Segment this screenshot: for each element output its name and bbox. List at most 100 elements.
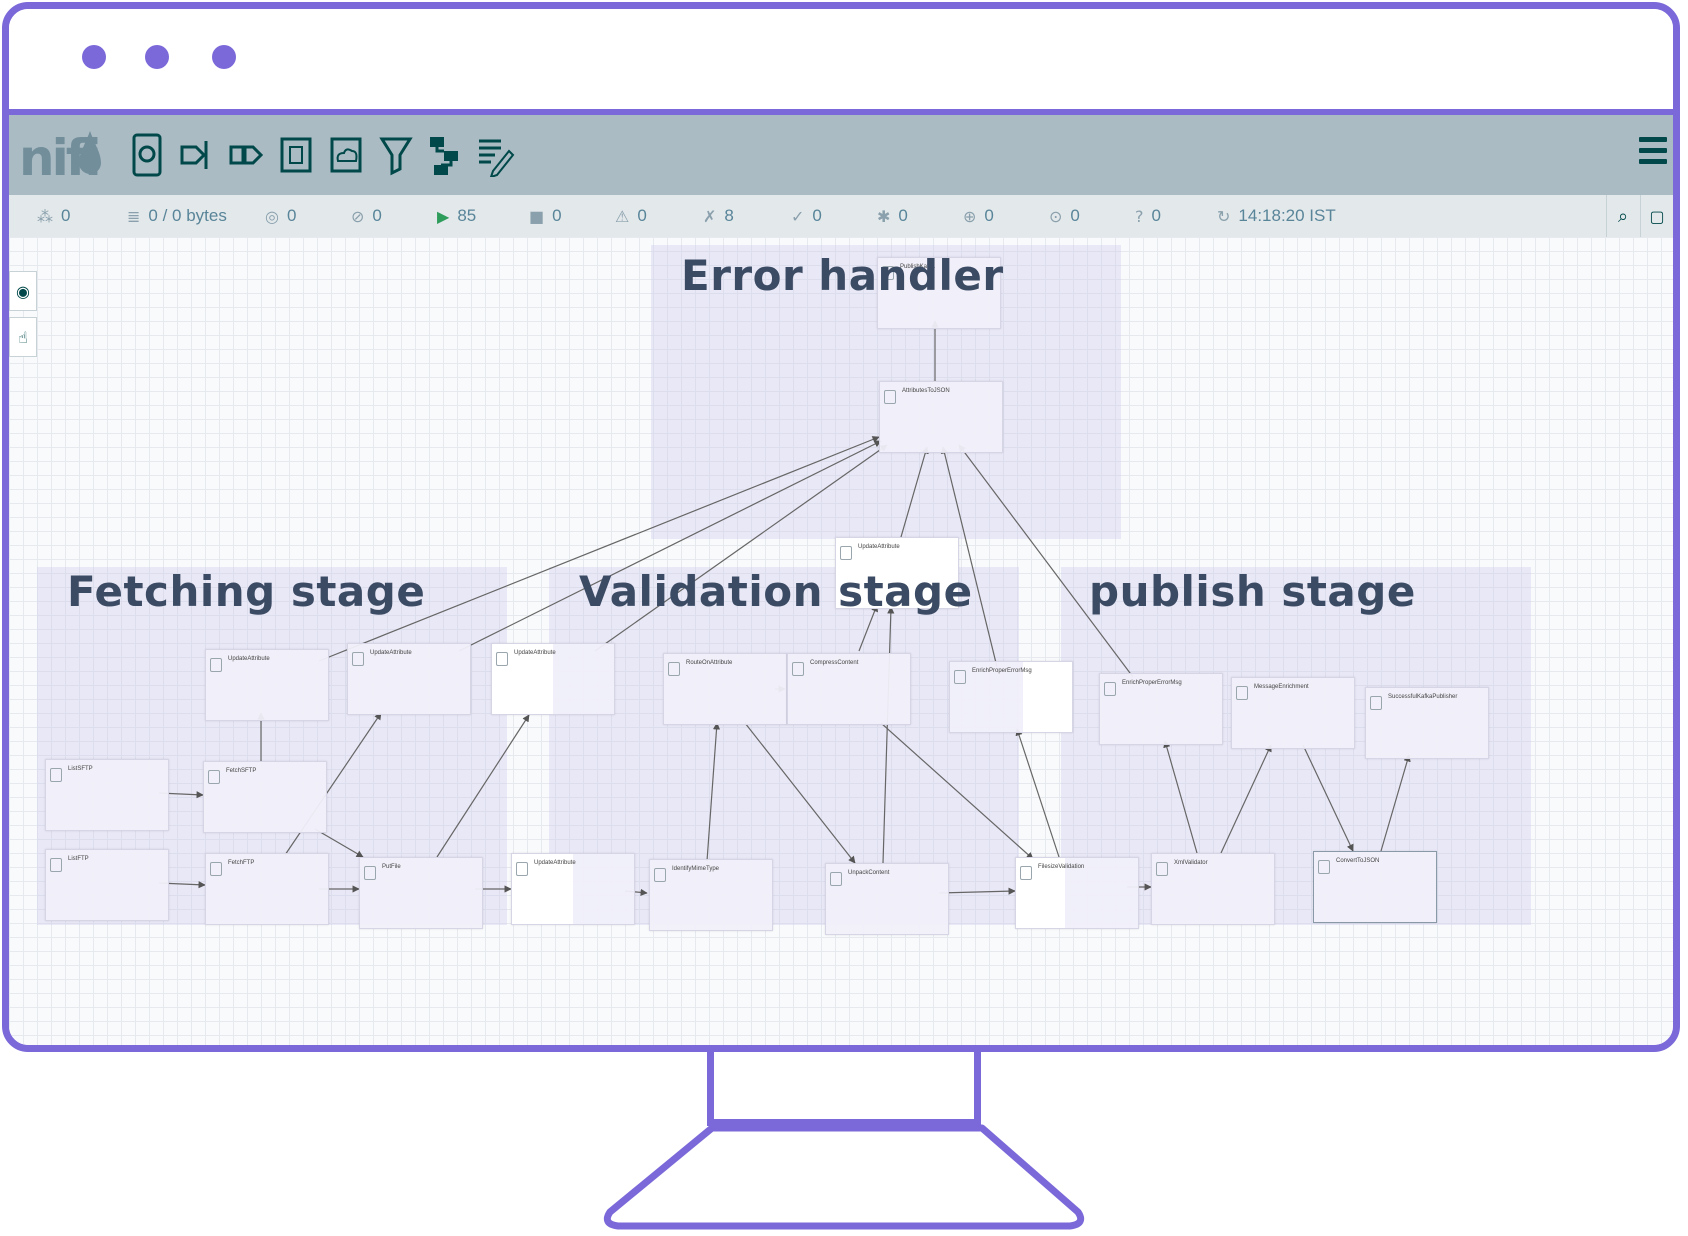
- processor-icon: [1318, 860, 1330, 874]
- processor-messageenrichment[interactable]: MessageEnrichment: [1231, 677, 1355, 749]
- not-transmitting-icon: ⊘: [351, 206, 365, 226]
- cluster-icon: ⁂: [37, 206, 53, 226]
- group-label-publish-stage: publish stage: [1089, 567, 1416, 616]
- template-icon[interactable]: [422, 129, 470, 181]
- processor-converttojson[interactable]: ConvertToJSON: [1313, 851, 1437, 923]
- window-dot-1: [82, 45, 106, 69]
- processor-enrichpropererrormsg[interactable]: EnrichProperErrorMsg: [1099, 673, 1223, 745]
- stat-cluster: ⁂0: [37, 206, 71, 226]
- navigate-icon[interactable]: ◉: [9, 271, 37, 311]
- processor-enrichpropererrormsg[interactable]: EnrichProperErrorMsg: [949, 661, 1073, 733]
- remote-process-group-icon[interactable]: [322, 129, 370, 181]
- processor-icon: [50, 768, 62, 782]
- processor-icon: [1156, 862, 1168, 876]
- processor-icon: [208, 770, 220, 784]
- processor-icon: [882, 266, 894, 280]
- processor-updateattribute[interactable]: UpdateAttribute: [347, 643, 471, 715]
- locally-modified-stale-icon: ⊙: [1049, 206, 1063, 226]
- output-port-icon[interactable]: [223, 129, 271, 181]
- stat-locally-modified-stale: ⊙0: [1049, 206, 1080, 226]
- queue-icon: ≣: [127, 206, 141, 226]
- processor-xmlvalidator[interactable]: XmlValidator: [1151, 853, 1275, 925]
- processor-icon: [50, 858, 62, 872]
- window-dot-2: [145, 45, 169, 69]
- process-group-icon[interactable]: [272, 129, 320, 181]
- processor-identifymimetype[interactable]: IdentifyMimeType: [649, 859, 773, 931]
- processor-icon: [352, 652, 364, 666]
- connections-layer: [158, 320, 1411, 896]
- processor-publishkafka[interactable]: PublishKafka: [877, 257, 1001, 329]
- processor-icon: [1104, 682, 1116, 696]
- monitor-base: [603, 1124, 1085, 1230]
- search-icon[interactable]: ⌕: [1606, 195, 1639, 237]
- processor-icon: [792, 662, 804, 676]
- processor-icon: [1236, 686, 1248, 700]
- stat-running: ▶85: [437, 206, 477, 226]
- processor-icon: [668, 662, 680, 676]
- processor-icon: [830, 872, 842, 886]
- processor-icon: [1370, 696, 1382, 710]
- processor-icon: [496, 652, 508, 666]
- processor-fetchftp[interactable]: FetchFTP: [205, 853, 329, 925]
- operate-icon[interactable]: ☝: [9, 317, 37, 357]
- processor-updateattribute[interactable]: UpdateAttribute: [835, 537, 959, 609]
- group-label-fetching-stage: Fetching stage: [67, 567, 426, 616]
- nifi-app: nifi: [9, 115, 1673, 1045]
- processor-icon: [210, 862, 222, 876]
- group-label-error-handler: Error handler: [681, 251, 1004, 300]
- window-titlebar: [9, 9, 1673, 115]
- stat-stale: ⊕0: [963, 206, 994, 226]
- processor-icon: [210, 658, 222, 672]
- disabled-icon: ✗: [703, 206, 717, 226]
- processor-updateattribute[interactable]: UpdateAttribute: [511, 853, 635, 925]
- hamburger-icon[interactable]: [1639, 137, 1667, 170]
- processor-attributestojson[interactable]: AttributesToJSON: [879, 381, 1003, 453]
- flow-canvas[interactable]: ◉ ☝: [9, 237, 1673, 1045]
- up-to-date-icon: ✓: [791, 206, 805, 226]
- stat-up-to-date: ✓0: [791, 206, 822, 226]
- stat-locally-modified: ✱0: [877, 206, 908, 226]
- running-icon: ▶: [437, 206, 450, 226]
- processor-icon: [884, 390, 896, 404]
- nifi-drop-icon: [79, 131, 101, 174]
- stat-stopped: ■0: [529, 206, 562, 226]
- processor-updateattribute[interactable]: UpdateAttribute: [491, 643, 615, 715]
- funnel-icon[interactable]: [372, 129, 420, 181]
- refresh-icon[interactable]: ↻: [1217, 206, 1231, 226]
- processor-putfile[interactable]: PutFile: [359, 857, 483, 929]
- processor-icon[interactable]: [123, 129, 171, 181]
- processor-successfulkafkapublisher[interactable]: SuccessfulKafkaPublisher: [1365, 687, 1489, 759]
- processor-icon: [654, 868, 666, 882]
- processor-filesizevalidation[interactable]: FilesizeValidation: [1015, 857, 1139, 929]
- window-dot-3: [212, 45, 236, 69]
- stale-icon: ⊕: [963, 206, 977, 226]
- stat-queued: ≣0 / 0 bytes: [127, 206, 227, 226]
- monitor-neck: [707, 1052, 981, 1126]
- processor-icon: [516, 862, 528, 876]
- processor-icon: [364, 866, 376, 880]
- stat-not-transmitting: ⊘0: [351, 206, 382, 226]
- processor-icon: [1020, 866, 1032, 880]
- toolbar: nifi: [9, 115, 1673, 195]
- processor-updateattribute[interactable]: UpdateAttribute: [205, 649, 329, 721]
- processor-routeonattribute[interactable]: RouteOnAttribute: [663, 653, 787, 725]
- processor-icon: [840, 546, 852, 560]
- input-port-icon[interactable]: [172, 129, 220, 181]
- bulletin-board-icon[interactable]: ▢: [1640, 195, 1673, 237]
- processor-icon: [954, 670, 966, 684]
- sync-failure-icon: ?: [1135, 206, 1144, 226]
- processor-compresscontent[interactable]: CompressContent: [787, 653, 911, 725]
- stat-sync-failure: ?0: [1135, 206, 1161, 226]
- processor-listftp[interactable]: ListFTP: [45, 849, 169, 921]
- group-label-validation-stage: Validation stage: [579, 567, 973, 616]
- status-bar: ⁂0 ≣0 / 0 bytes ◎0 ⊘0 ▶85 ■0 ⚠0 ✗8 ✓0 ✱0…: [9, 195, 1673, 238]
- stat-refresh[interactable]: ↻14:18:20 IST: [1217, 206, 1336, 226]
- processor-unpackcontent[interactable]: UnpackContent: [825, 863, 949, 935]
- label-icon[interactable]: [471, 129, 519, 181]
- processor-fetchsftp[interactable]: FetchSFTP: [203, 761, 327, 833]
- processor-listsftp[interactable]: ListSFTP: [45, 759, 169, 831]
- locally-modified-icon: ✱: [877, 206, 891, 226]
- invalid-icon: ⚠: [615, 206, 630, 226]
- transmitting-icon: ◎: [265, 206, 279, 226]
- monitor-frame: nifi: [2, 2, 1680, 1052]
